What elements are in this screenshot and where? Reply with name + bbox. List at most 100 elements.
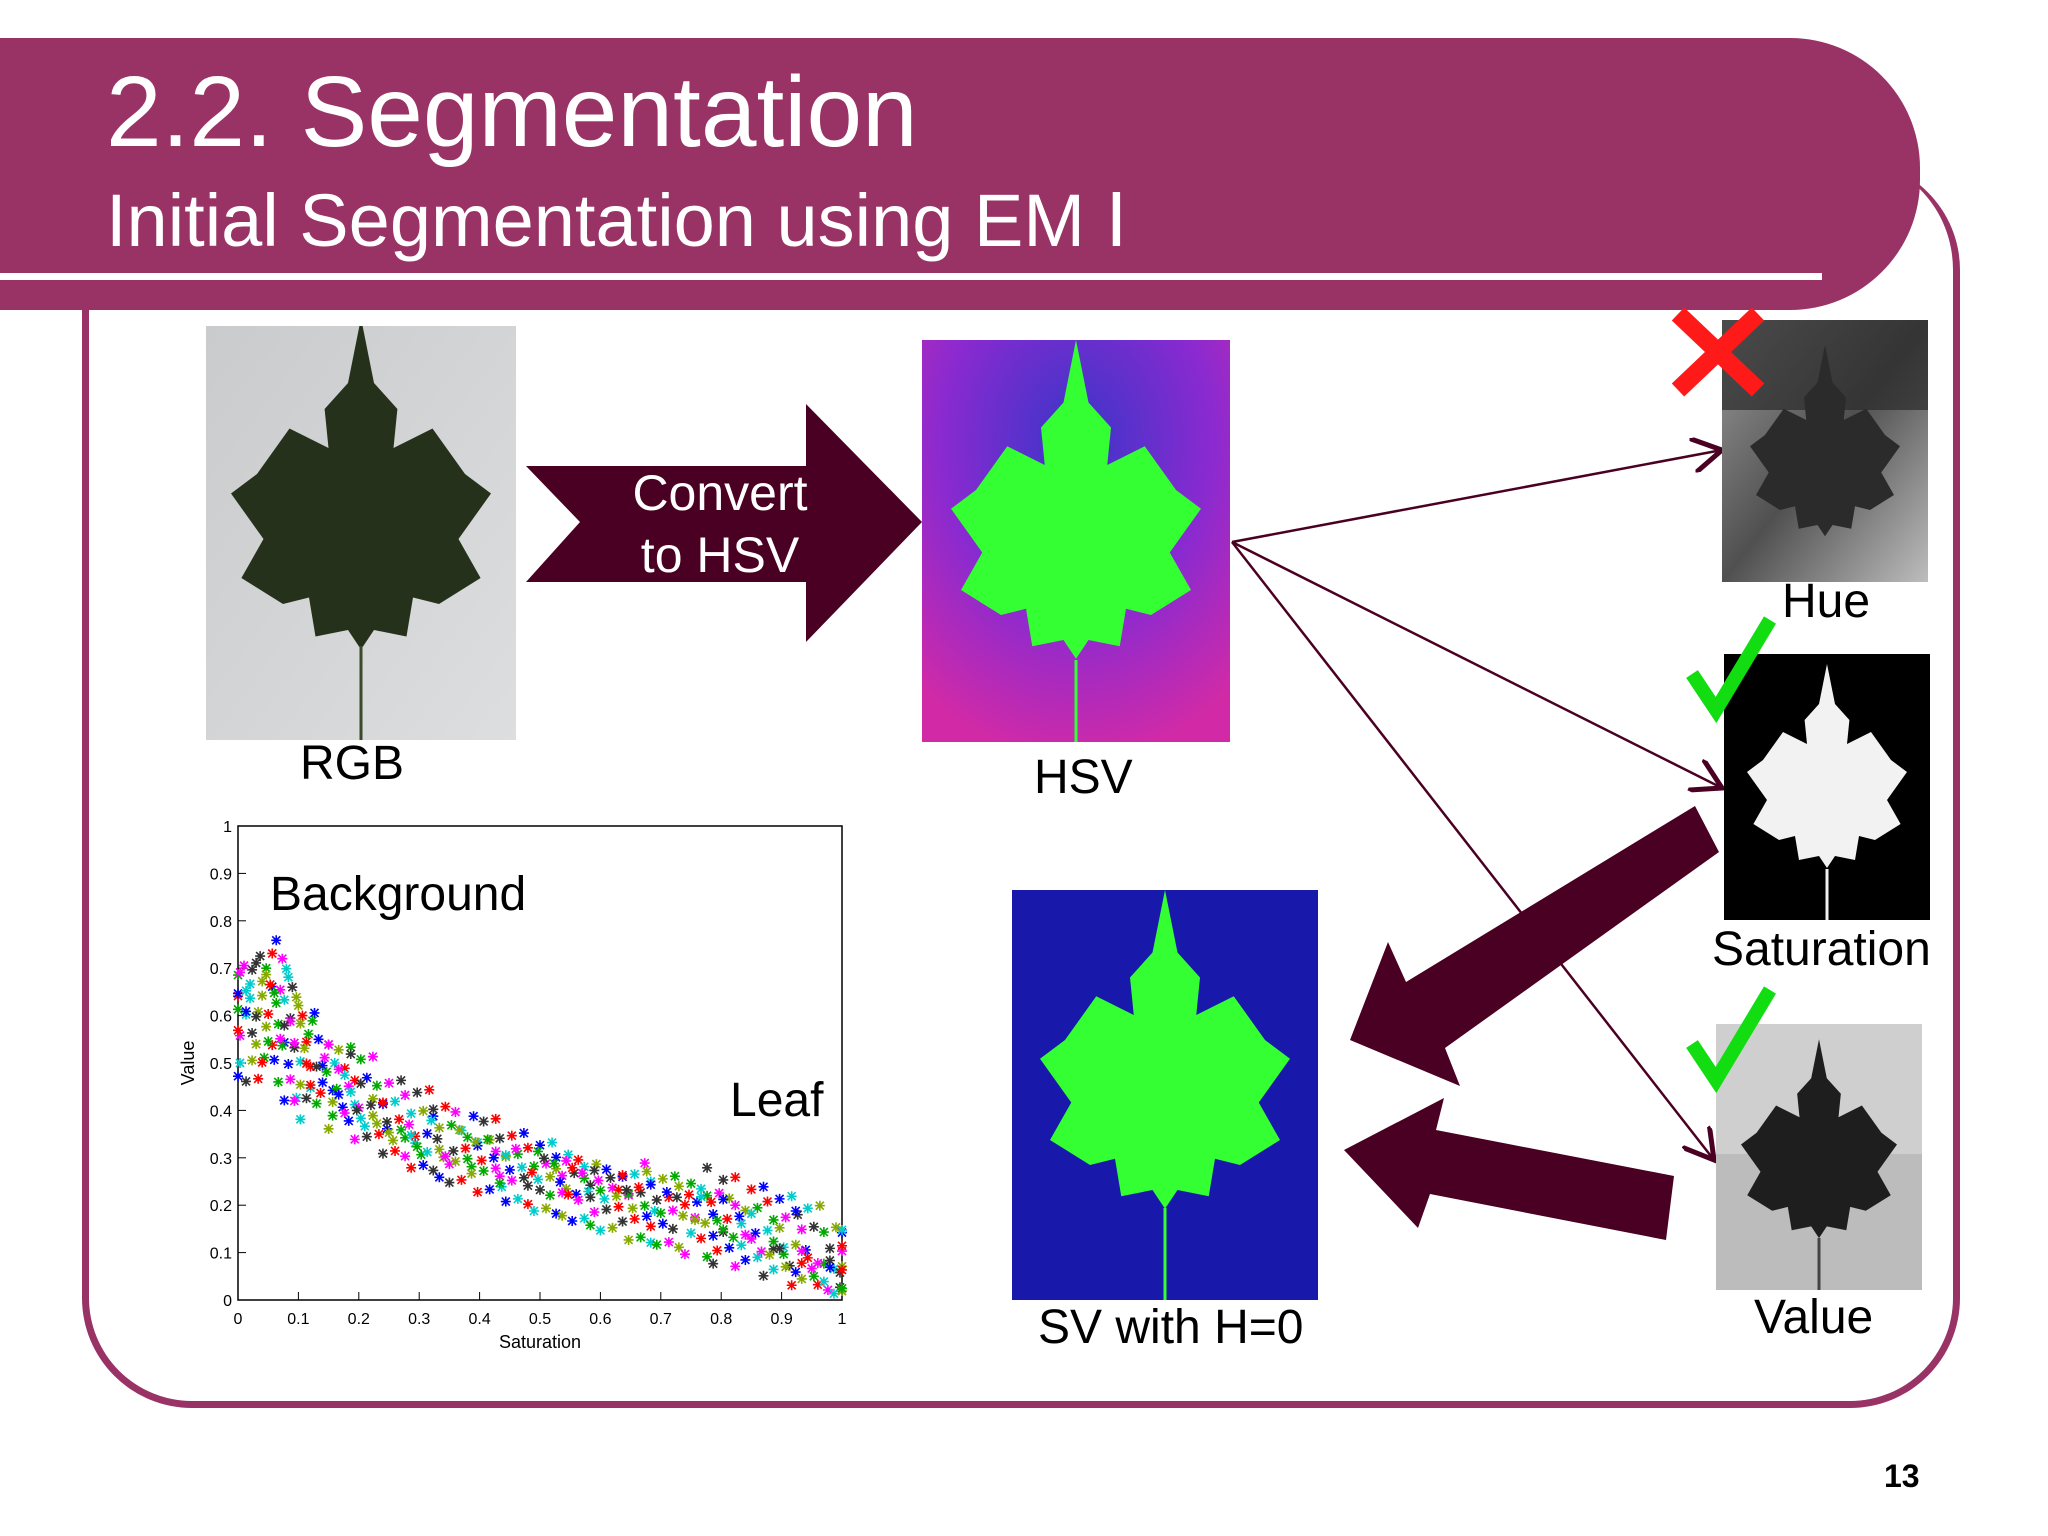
scatter-point (478, 1116, 489, 1127)
scatter-point (315, 1088, 326, 1099)
background-annotation: Background (270, 868, 526, 921)
title-band (0, 38, 1920, 310)
scatter-point (301, 1036, 312, 1047)
hue-channel-image (1722, 320, 1928, 582)
scatter-point (233, 1004, 243, 1015)
scatter-point (241, 1006, 252, 1017)
scatter-point (593, 1175, 604, 1186)
saturation-label: Saturation (1712, 923, 1931, 976)
scatter-point (752, 1252, 763, 1263)
leaf-annotation: Leaf (730, 1074, 824, 1127)
scatter-point (762, 1196, 773, 1207)
x-tick-label: 0.6 (589, 1311, 611, 1328)
scatter-point (623, 1234, 634, 1245)
scatter-point (690, 1214, 701, 1225)
scatter-point (444, 1177, 455, 1188)
scatter-point (303, 1029, 314, 1040)
scatter-point (406, 1162, 417, 1173)
scatter-point (494, 1171, 505, 1182)
scatter-point (778, 1249, 789, 1260)
scatter-point (522, 1142, 533, 1153)
scatter-point (657, 1173, 668, 1184)
scatter-point (579, 1173, 590, 1184)
scatter-point (740, 1205, 751, 1216)
scatter-point (239, 960, 250, 971)
scatter-point (740, 1254, 751, 1265)
scatter-point (390, 1096, 401, 1107)
scatter-point (377, 1097, 388, 1108)
scatter-point (547, 1137, 558, 1148)
scatter-point (255, 951, 266, 962)
scatter-point (259, 1052, 270, 1063)
scatter-point (422, 1128, 433, 1139)
scatter-point (585, 1180, 596, 1191)
scatter-point (281, 963, 292, 974)
scatter-point (247, 964, 258, 975)
scatter-point (245, 993, 256, 1004)
scatter-point (818, 1276, 829, 1287)
slide-frame (82, 160, 1960, 1408)
scatter-point (468, 1111, 479, 1122)
rgb-label: RGB (300, 737, 405, 790)
saturation-channel-image (1724, 654, 1930, 920)
scatter-point (323, 1123, 334, 1134)
scatter-point (651, 1239, 662, 1250)
scatter-point (494, 1178, 505, 1189)
scatter-point (269, 987, 280, 998)
scatter-point (323, 1039, 334, 1050)
scatter-point (295, 1114, 306, 1125)
scatter-point (837, 1283, 847, 1294)
scatter-point (490, 1163, 501, 1174)
scatter-point (818, 1227, 829, 1238)
scatter-point (434, 1144, 445, 1155)
scatter-point (500, 1196, 511, 1207)
x-tick-label: 1 (838, 1311, 847, 1328)
scatter-point (563, 1189, 574, 1200)
scatter-point (418, 1105, 429, 1116)
scatter-point (367, 1051, 378, 1062)
scatter-point (400, 1132, 411, 1143)
accepted-check-icon (1686, 986, 1776, 1094)
scatter-point (673, 1181, 684, 1192)
scatter-point (669, 1171, 680, 1182)
scatter-point (605, 1172, 616, 1183)
scatter-point (257, 1057, 268, 1068)
scatter-point (424, 1084, 435, 1095)
x-tick-label: 0.5 (529, 1311, 551, 1328)
scatter-point (677, 1210, 688, 1221)
connector-to-hue (1231, 450, 1722, 544)
scatter-point (269, 1054, 280, 1065)
scatter-point (607, 1222, 618, 1233)
scatter-point (633, 1182, 644, 1193)
scatter-point (450, 1156, 461, 1167)
scatter-point (758, 1181, 769, 1192)
hsv-label: HSV (1034, 751, 1133, 804)
scatter-point (279, 994, 290, 1005)
rgb-leaf-image (206, 326, 516, 740)
scatter-point (404, 1119, 415, 1130)
scatter-point (557, 1210, 568, 1221)
scatter-point (454, 1124, 465, 1135)
scatter-point (512, 1193, 523, 1204)
scatter-point (410, 1131, 421, 1142)
scatter-point (327, 1085, 338, 1096)
scatter-point (506, 1130, 517, 1141)
scatter-point (331, 1083, 342, 1094)
scatter-point (611, 1191, 622, 1202)
scatter-point (621, 1184, 632, 1195)
scatter-point (494, 1133, 505, 1144)
scatter-point (532, 1146, 543, 1157)
scatter-point (321, 1066, 332, 1077)
scatter-point (712, 1215, 723, 1226)
scatter-point (506, 1175, 517, 1186)
scatter-point (663, 1192, 674, 1203)
scatter-point (746, 1208, 757, 1219)
scatter-point (545, 1171, 556, 1182)
scatter-point (289, 1037, 300, 1048)
x-tick-label: 0.8 (710, 1311, 732, 1328)
scatter-point (267, 948, 278, 959)
scatter-point (422, 1147, 433, 1158)
scatter-point (355, 1113, 366, 1124)
x-tick-label: 0.3 (408, 1311, 430, 1328)
y-tick-label: 0.4 (210, 1103, 232, 1120)
